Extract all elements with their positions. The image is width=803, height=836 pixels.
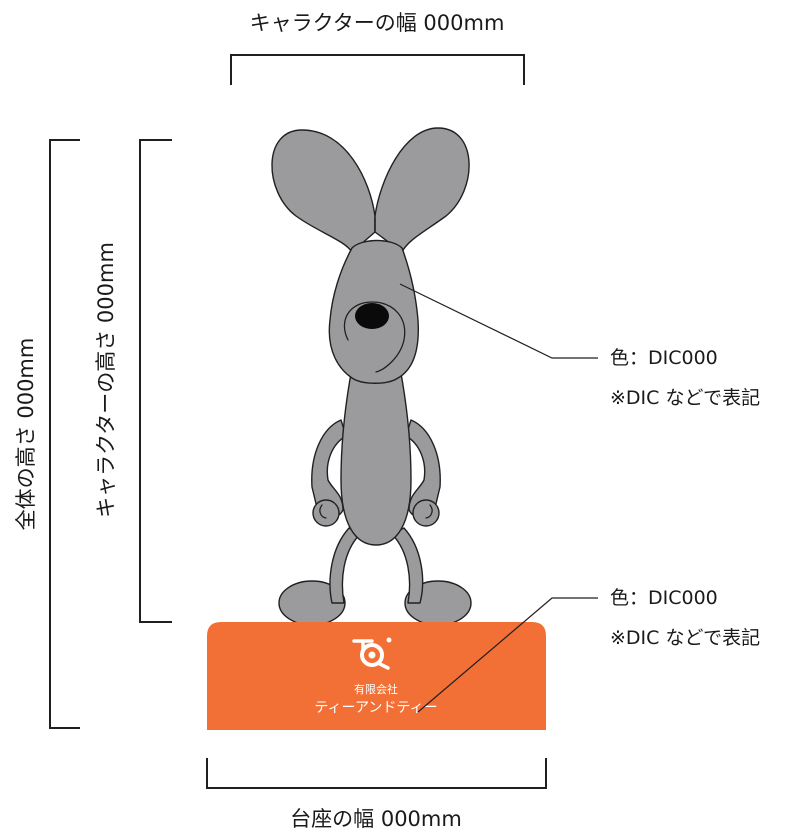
right-arm [405, 419, 441, 519]
character-color-note: ※DIC などで表記 [610, 387, 760, 409]
left-ear [271, 129, 376, 253]
base-color-leader [417, 597, 598, 713]
character-figure [271, 127, 472, 626]
company-type-label: 有限会社 [354, 682, 398, 696]
character-width-label: キャラクターの幅 000mm [250, 11, 505, 35]
base-color-note: ※DIC などで表記 [610, 627, 760, 649]
nose [355, 303, 389, 329]
base-width-bracket [206, 758, 547, 789]
torso [340, 367, 412, 546]
right-fist-detail [425, 504, 433, 519]
right-ear [374, 127, 470, 253]
total-height-label: 全体の高さ 000mm [14, 338, 38, 531]
right-fist [412, 499, 440, 527]
left-fist [312, 499, 340, 527]
character-color-label: 色：DIC000 [610, 347, 718, 369]
left-leg [329, 527, 361, 604]
tandt-logo-icon [352, 637, 392, 670]
right-leg [391, 527, 424, 604]
character-height-label: キャラクターの高さ 000mm [94, 242, 118, 518]
base-width-label: 台座の幅 000mm [290, 807, 462, 831]
base-plate [207, 622, 546, 730]
total-height-bracket [49, 139, 80, 729]
character-color-leader [399, 283, 598, 359]
company-name-label: ティーアンドティー [314, 700, 437, 716]
character-height-bracket [139, 139, 172, 623]
base-color-label: 色：DIC000 [610, 587, 718, 609]
left-fist-detail [319, 504, 327, 519]
muzzle-outline [343, 301, 406, 373]
left-arm [311, 419, 347, 519]
character-width-bracket [230, 54, 525, 85]
